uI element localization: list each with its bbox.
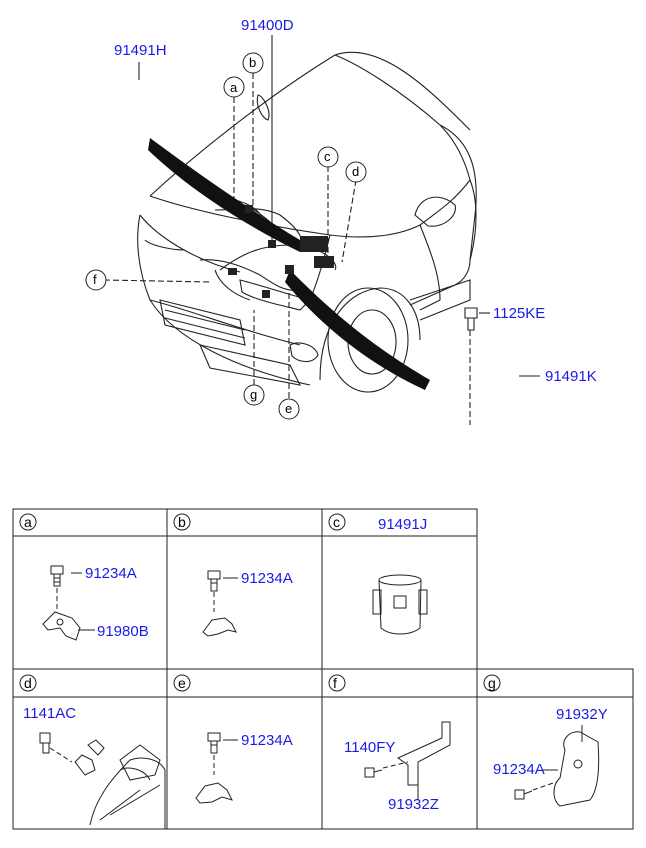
- cell-e-part-1[interactable]: 91234A: [241, 732, 293, 749]
- bracket-a-icon: [42, 611, 81, 641]
- cell-g-part-1[interactable]: 91932Y: [556, 706, 608, 723]
- part-number-bolt[interactable]: 1125KE: [493, 305, 546, 322]
- cell-c-part-1[interactable]: 91491J: [378, 516, 428, 533]
- part-number-clip-k[interactable]: 91491K: [545, 368, 597, 385]
- callout-f[interactable]: f: [93, 272, 97, 287]
- callout-a-circle: [223, 76, 245, 98]
- bolt-e-icon: [207, 732, 221, 754]
- callout-d-circle: [345, 161, 367, 183]
- part-number-harness[interactable]: 91400D: [241, 17, 294, 34]
- callout-g-circle: [243, 384, 265, 406]
- clip-e-icon: [195, 782, 233, 804]
- car-hood-outline: [149, 51, 471, 197]
- bolt-a-icon: [50, 565, 64, 587]
- cell-f-letter: f: [333, 675, 337, 691]
- cell-d-letter: d: [24, 675, 32, 691]
- clip-c-icon: [372, 574, 428, 635]
- front-wheel: [327, 287, 409, 393]
- clip-d-icon: [74, 754, 96, 776]
- callout-e-circle: [278, 398, 300, 420]
- cell-a-letter: a: [24, 514, 32, 530]
- cell-d-part-1[interactable]: 1141AC: [23, 705, 77, 722]
- cell-c-letter: c: [333, 514, 340, 530]
- cell-a-part-1[interactable]: 91234A: [85, 565, 137, 582]
- cell-f-part-1[interactable]: 1140FY: [344, 739, 396, 756]
- cell-f-part-2[interactable]: 91932Z: [388, 796, 439, 813]
- bolt-b-icon: [207, 570, 221, 592]
- bolt-g-icon: [514, 789, 533, 800]
- bracket-g-icon: [553, 731, 600, 807]
- callout-d[interactable]: d: [352, 164, 360, 179]
- cell-g-letter: g: [488, 675, 496, 691]
- bolt-icon: [464, 307, 478, 331]
- cell-b-part-1[interactable]: 91234A: [241, 570, 293, 587]
- callout-b-circle: [242, 52, 264, 74]
- clip-b-icon: [202, 617, 237, 637]
- part-number-clip-h[interactable]: 91491H: [114, 42, 167, 59]
- harness-d-icon: [89, 757, 166, 829]
- callout-a[interactable]: a: [230, 80, 238, 95]
- cell-a-part-2[interactable]: 91980B: [97, 623, 149, 640]
- callout-c-circle: [317, 146, 339, 168]
- callout-e[interactable]: e: [285, 401, 293, 416]
- cell-b-letter: b: [178, 514, 186, 530]
- bolt-f-icon: [364, 767, 383, 778]
- callout-g[interactable]: g: [250, 387, 258, 402]
- callout-c[interactable]: c: [324, 149, 331, 164]
- callout-f-circle: [85, 269, 107, 291]
- bolt-d-icon: [39, 732, 51, 754]
- callout-b[interactable]: b: [249, 55, 257, 70]
- cell-g-part-2[interactable]: 91234A: [493, 761, 545, 778]
- cell-e-letter: e: [178, 675, 186, 691]
- bracket-f-icon: [396, 721, 451, 786]
